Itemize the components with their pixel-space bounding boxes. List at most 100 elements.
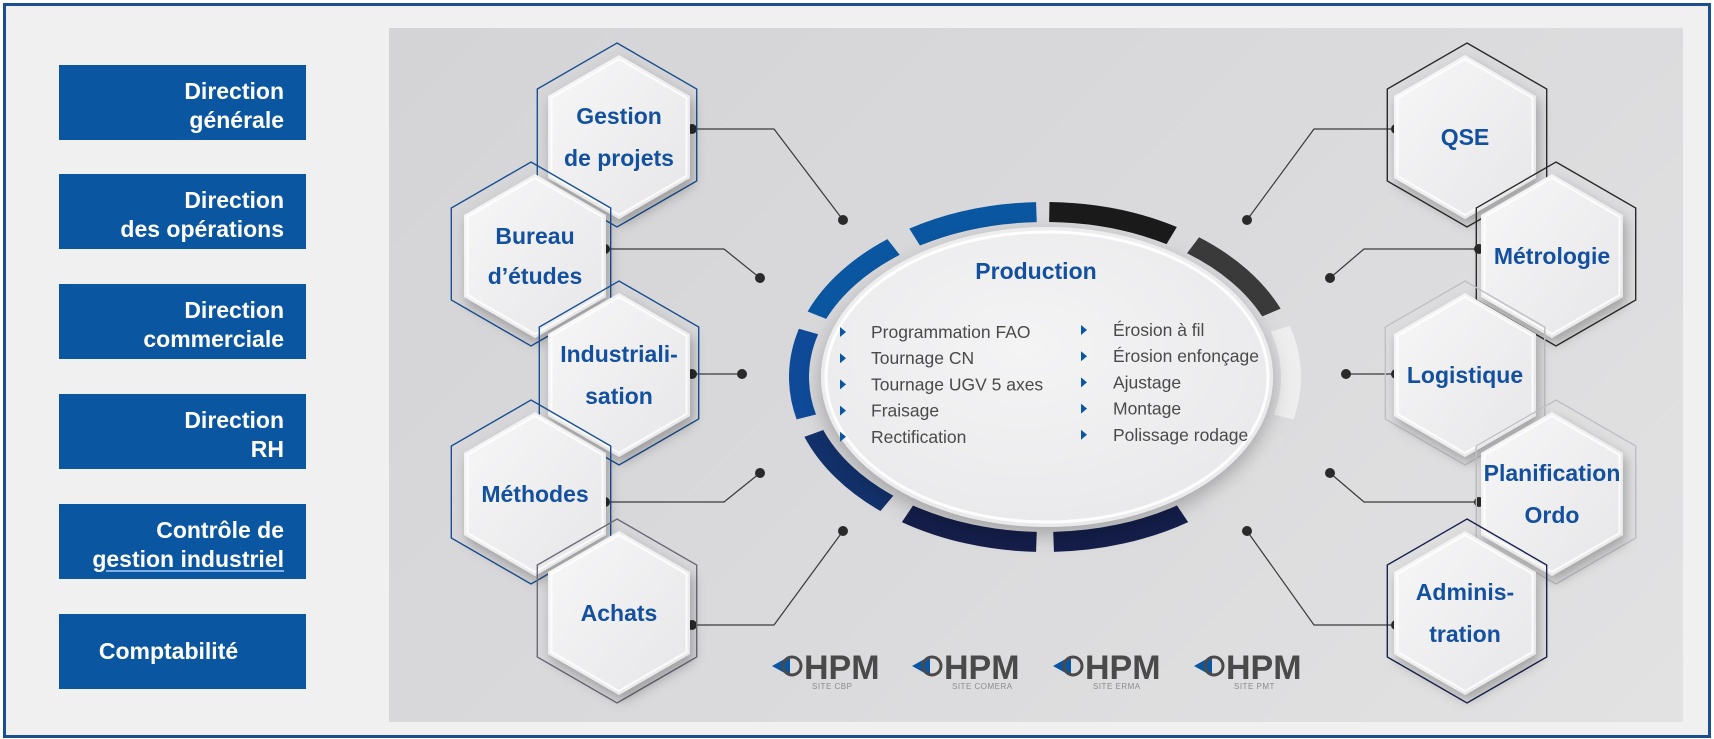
- connector: [600, 244, 765, 283]
- logo-site-label: SITE PMT: [1234, 682, 1275, 691]
- hex-label-line: Industriali-: [560, 341, 678, 367]
- connector: [687, 124, 848, 225]
- direction-label-line: gestion industriel: [92, 545, 284, 572]
- direction-label-line: Comptabilité: [98, 638, 239, 664]
- hex-label-line: d’études: [488, 263, 583, 289]
- hex-outline: [450, 161, 612, 347]
- production-item: Érosion à fil: [1113, 320, 1204, 340]
- connector-line: [692, 530, 844, 626]
- direction-label-line: Direction: [184, 77, 284, 104]
- logo-site-label: SITE CBP: [812, 682, 852, 691]
- hex-face: [464, 174, 606, 338]
- dot-icon: [1341, 369, 1351, 379]
- hex-outline: [536, 518, 698, 704]
- logo-ring-icon: [921, 655, 943, 677]
- connector: [687, 369, 747, 379]
- hex-bevel: [1396, 295, 1534, 455]
- hex-bevel: [1483, 414, 1621, 574]
- logo-ring-icon: [1062, 655, 1084, 677]
- ring-segment: [1049, 202, 1177, 245]
- production-title: Production: [975, 258, 1096, 284]
- direction-label-line: Direction: [184, 186, 284, 213]
- hex-label-line: Logistique: [1407, 362, 1523, 388]
- hex-outline: [536, 42, 698, 228]
- hex-bevel: [550, 533, 688, 693]
- connector-line: [1329, 248, 1479, 279]
- production-item: Rectification: [871, 427, 966, 447]
- production-item: Polissage rodage: [1113, 425, 1248, 445]
- dot-icon: [755, 468, 765, 478]
- dot-icon: [737, 369, 747, 379]
- dot-icon: [838, 215, 848, 225]
- hex-face: [548, 55, 690, 219]
- ring-segment: [789, 328, 819, 420]
- connector-line: [605, 248, 761, 279]
- triangle-right-icon: [1081, 377, 1087, 388]
- hex-label-line: Achats: [581, 600, 658, 626]
- hex-label-line: Ordo: [1525, 502, 1580, 528]
- hex-industrialisation[interactable]: Industriali-sation: [538, 280, 700, 466]
- hex-label-line: Planification: [1484, 460, 1621, 486]
- dot-icon: [755, 273, 765, 283]
- logo-ring-icon: [1203, 655, 1225, 677]
- hex-label-line: tration: [1429, 621, 1501, 647]
- hex-bevel: [1483, 176, 1621, 336]
- hex-administration[interactable]: Adminis-tration: [1386, 518, 1548, 704]
- hex-label-line: Métrologie: [1494, 243, 1610, 269]
- ring-segment: [1053, 505, 1189, 552]
- connector-line: [1329, 472, 1479, 503]
- hex-label-line: QSE: [1441, 124, 1490, 150]
- hex-face: [1481, 174, 1623, 338]
- direction-label-line: Contrôle de: [156, 516, 284, 543]
- hex-face: [1394, 531, 1536, 695]
- ring-segment: [804, 430, 894, 512]
- triangle-right-icon: [840, 379, 846, 390]
- logo-word: HPM: [1085, 649, 1161, 687]
- direction-label-line: Direction: [184, 406, 284, 433]
- direction-label-line: Direction: [184, 296, 284, 323]
- hex-label-line: de projets: [564, 145, 674, 171]
- hex-label-line: sation: [585, 383, 653, 409]
- hex-outline: [538, 280, 700, 466]
- hex-outline: [1386, 518, 1548, 704]
- hex-metrologie[interactable]: Métrologie: [1475, 161, 1637, 347]
- hex-methodes[interactable]: Méthodes: [450, 399, 612, 585]
- ring-segment: [807, 239, 900, 319]
- production-item: Érosion enfonçage: [1113, 346, 1259, 366]
- logo-site-label: SITE COMERA: [952, 682, 1013, 691]
- logo-word: HPM: [944, 649, 1020, 687]
- ring-segment: [901, 505, 1037, 552]
- hex-gestion-projets[interactable]: Gestion de projets: [536, 42, 698, 228]
- connector-line: [1246, 530, 1396, 626]
- triangle-right-icon: [840, 431, 846, 442]
- direction-box-comptabilite[interactable]: Comptabilité: [59, 614, 306, 689]
- hex-logistique[interactable]: Logistique: [1384, 280, 1546, 466]
- connector: [1242, 526, 1401, 630]
- dot-icon: [1242, 215, 1252, 225]
- hex-qse[interactable]: QSE: [1386, 42, 1548, 228]
- hex-label-line: Méthodes: [481, 481, 588, 507]
- triangle-right-icon: [1081, 351, 1087, 362]
- hex-bureau-etudes[interactable]: Bureau d’études: [450, 161, 612, 347]
- hex-label-line: Bureau: [495, 223, 574, 249]
- hex-label-line: Gestion: [576, 103, 662, 129]
- hex-face: [464, 412, 606, 576]
- triangle-right-icon: [1081, 325, 1087, 335]
- hex-achats[interactable]: Achats: [536, 518, 698, 704]
- triangle-right-icon: [840, 327, 846, 337]
- logo-site-label: SITE ERMA: [1093, 682, 1141, 691]
- connector: [1341, 369, 1401, 379]
- production-oval-face: [821, 227, 1273, 527]
